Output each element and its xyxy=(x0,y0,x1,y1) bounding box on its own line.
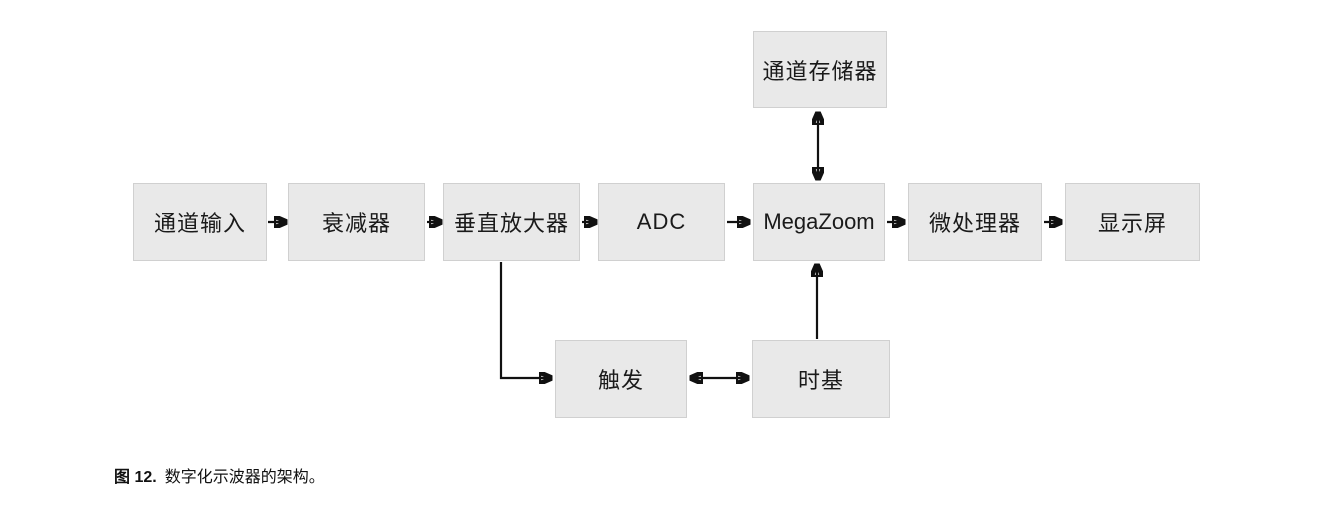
node-trigger: 触发 xyxy=(555,340,687,418)
node-display: 显示屏 xyxy=(1065,183,1200,261)
node-attenuator-label: 衰减器 xyxy=(321,211,391,236)
node-vertical-amplifier-label: 垂直放大器 xyxy=(453,211,569,236)
node-channel-input-label: 通道输入 xyxy=(153,211,246,236)
node-timebase: 时基 xyxy=(752,340,890,418)
figure-caption-number: 图 12. xyxy=(114,469,157,486)
node-adc-label: ADC xyxy=(636,209,687,234)
node-trigger-label: 触发 xyxy=(597,368,644,393)
node-channel-memory: 通道存储器 xyxy=(753,31,887,108)
edge-vertical-amplifier-to-trigger xyxy=(499,262,552,378)
node-microprocessor-label: 微处理器 xyxy=(928,211,1021,236)
node-adc: ADC xyxy=(598,183,725,261)
node-microprocessor: 微处理器 xyxy=(908,183,1042,261)
node-display-label: 显示屏 xyxy=(1097,211,1167,236)
node-attenuator: 衰减器 xyxy=(288,183,425,261)
node-vertical-amplifier: 垂直放大器 xyxy=(443,183,580,261)
node-channel-input: 通道输入 xyxy=(133,183,267,261)
node-megazoom-label: MegaZoom xyxy=(763,209,875,234)
node-megazoom: MegaZoom xyxy=(753,183,885,261)
node-channel-memory-label: 通道存储器 xyxy=(762,58,878,84)
figure-caption-text: 数字化示波器的架构。 xyxy=(164,469,325,486)
figure-caption: 图 12. 数字化示波器的架构。 xyxy=(114,463,325,487)
node-timebase-label: 时基 xyxy=(797,368,844,393)
